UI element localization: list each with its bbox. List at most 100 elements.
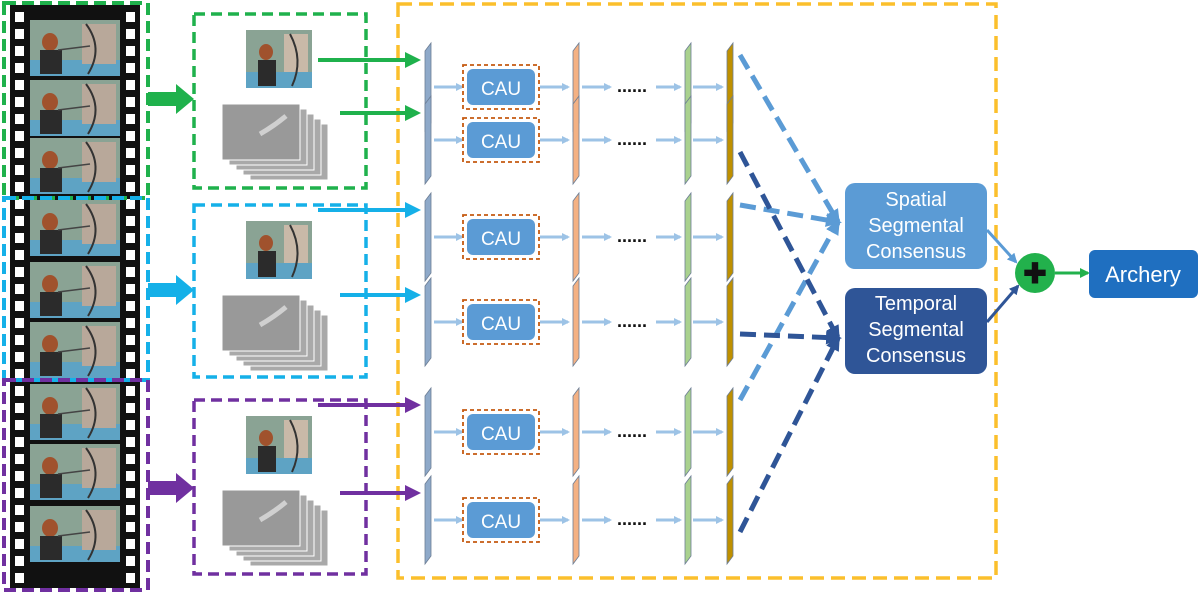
sprocket-hole — [15, 216, 24, 226]
video-frame — [30, 384, 120, 440]
stream-row: CAU...... — [318, 191, 734, 283]
cau-label: CAU — [481, 229, 521, 250]
input-arrowhead — [405, 397, 421, 413]
sprocket-hole — [15, 97, 24, 107]
stream-row: CAU...... — [340, 94, 734, 186]
sprocket-hole — [15, 250, 24, 260]
output-layer — [726, 276, 734, 368]
input-arrowhead — [405, 287, 421, 303]
video-frame — [30, 138, 120, 194]
sprocket-hole — [15, 471, 24, 481]
cau-label: CAU — [481, 424, 521, 445]
feature-layer — [684, 474, 692, 566]
sprocket-hole — [126, 471, 135, 481]
video-frame — [30, 20, 120, 76]
feature-layer — [572, 94, 580, 186]
network-frame — [396, 2, 998, 580]
sprocket-hole — [15, 573, 24, 583]
stream-row: CAU...... — [340, 474, 734, 566]
output-label-box: Archery — [1089, 250, 1198, 298]
sprocket-hole — [15, 522, 24, 532]
feature-layer — [684, 276, 692, 368]
sprocket-hole — [126, 488, 135, 498]
spatial-consensus-arrow — [737, 218, 841, 402]
fusion-symbol: ✚ — [1023, 258, 1046, 289]
input-layer — [424, 474, 432, 566]
sprocket-hole — [15, 556, 24, 566]
sprocket-hole — [15, 539, 24, 549]
ellipsis: ...... — [617, 129, 647, 149]
sprocket-hole — [126, 369, 135, 379]
sprocket-hole — [126, 403, 135, 413]
input-arrowhead — [405, 485, 421, 501]
feature-layer — [572, 386, 580, 478]
video-film-strip — [10, 5, 140, 588]
fusion-plus-icon: ✚ — [1015, 253, 1055, 293]
segment-2-block-arrow — [148, 275, 194, 305]
input-arrowhead — [405, 52, 421, 68]
video-frame — [30, 200, 120, 256]
temporal-consensus-line-3: Consensus — [866, 345, 966, 367]
sprocket-hole — [126, 63, 135, 73]
sprocket-hole — [15, 352, 24, 362]
rgb-frame-thumbnail — [246, 416, 312, 474]
sprocket-hole — [15, 284, 24, 294]
spatial-consensus-arrow — [737, 53, 841, 226]
sprocket-hole — [126, 46, 135, 56]
sprocket-hole — [15, 199, 24, 209]
sprocket-hole — [126, 12, 135, 22]
spatial-consensus-line-3: Consensus — [866, 241, 966, 263]
sprocket-hole — [126, 165, 135, 175]
stream-row: CAU...... — [318, 41, 734, 133]
sprocket-hole — [15, 420, 24, 430]
spatial-consensus-arrow — [739, 202, 842, 227]
sprocket-hole — [15, 80, 24, 90]
sprocket-hole — [15, 403, 24, 413]
sprocket-hole — [15, 233, 24, 243]
ellipsis: ...... — [617, 76, 647, 96]
sprocket-hole — [126, 284, 135, 294]
temporal-to-fusion-arrow — [985, 284, 1020, 323]
sprocket-hole — [15, 12, 24, 22]
sprocket-hole — [126, 420, 135, 430]
sprocket-hole — [15, 369, 24, 379]
spatial-consensus-line-1: Spatial — [885, 189, 946, 211]
temporal-consensus-line-1: Temporal — [875, 293, 957, 315]
cau-module: CAU — [462, 214, 540, 260]
sprocket-hole — [126, 573, 135, 583]
temporal-consensus-arrow — [737, 150, 841, 342]
sprocket-hole — [126, 114, 135, 124]
sprocket-hole — [15, 131, 24, 141]
segment-3-frame-box — [2, 378, 150, 592]
sprocket-hole — [126, 250, 135, 260]
output-layer — [726, 386, 734, 478]
spatial-to-fusion-arrow — [985, 228, 1018, 264]
feature-layer — [572, 191, 580, 283]
cau-label: CAU — [481, 314, 521, 335]
stream-row: CAU...... — [318, 386, 734, 478]
sprocket-hole — [126, 454, 135, 464]
sprocket-hole — [126, 199, 135, 209]
sprocket-hole — [126, 386, 135, 396]
stream-row: CAU...... — [340, 276, 734, 368]
feature-layer — [684, 94, 692, 186]
sprocket-hole — [15, 165, 24, 175]
cau-module: CAU — [462, 409, 540, 455]
sprocket-hole — [15, 386, 24, 396]
input-layer — [424, 386, 432, 478]
input-layer — [424, 94, 432, 186]
output-layer — [726, 94, 734, 186]
sprocket-hole — [126, 29, 135, 39]
sprocket-hole — [126, 97, 135, 107]
spatial-consensus-line-2: Segmental — [868, 215, 964, 237]
sprocket-hole — [15, 454, 24, 464]
sprocket-hole — [15, 29, 24, 39]
video-frame — [30, 322, 120, 378]
sprocket-hole — [15, 301, 24, 311]
input-layer — [424, 191, 432, 283]
segment-3-snippet-box — [192, 398, 368, 576]
sprocket-hole — [126, 267, 135, 277]
segment-3-block-arrow — [148, 473, 194, 503]
sprocket-hole — [126, 148, 135, 158]
